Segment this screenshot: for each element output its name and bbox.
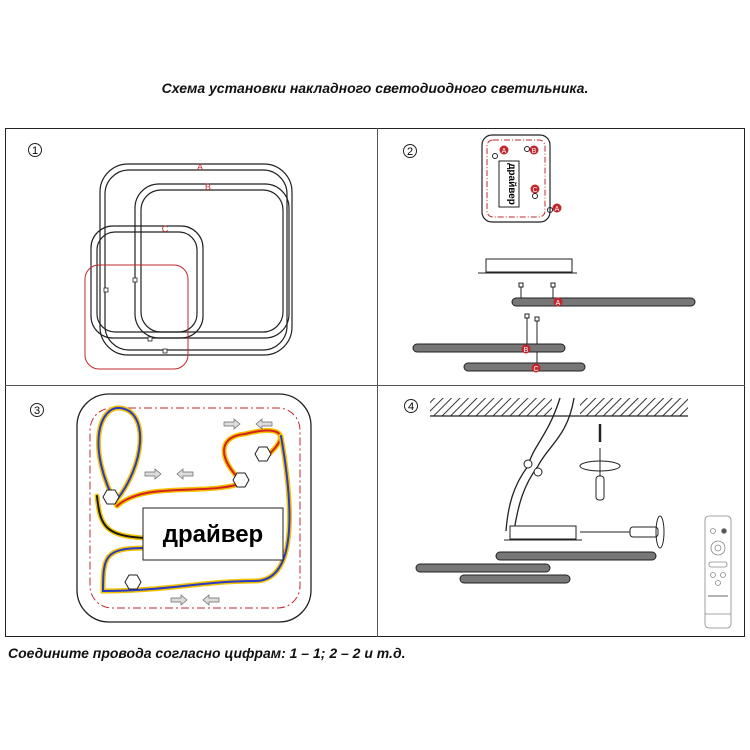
marker-a: A <box>499 145 509 155</box>
divider-horizontal <box>5 385 745 386</box>
marker-b: B <box>529 145 539 155</box>
wire-connector <box>523 459 543 477</box>
panel-2-mounting: 2 драйвер A B C A A B C <box>403 134 696 373</box>
svg-text:3: 3 <box>34 405 40 417</box>
panel-4-installation: 4 <box>404 397 732 629</box>
svg-text:A: A <box>555 206 560 213</box>
ring-c-outer <box>90 225 204 339</box>
hex-nut-icon <box>102 446 272 590</box>
screwdriver-icon <box>595 448 605 501</box>
ring-c-inner <box>96 231 198 333</box>
step-4-marker: 4 <box>404 399 418 413</box>
bar <box>415 563 551 573</box>
svg-text:2: 2 <box>407 146 413 158</box>
driver-housing <box>478 258 577 274</box>
ring-label-a: A <box>197 162 203 172</box>
ring-a-outer <box>99 163 293 356</box>
svg-text:C: C <box>532 187 537 194</box>
driver-housing <box>509 525 577 540</box>
bar-b <box>412 343 566 353</box>
driver-box <box>142 507 284 561</box>
marker-c: C <box>530 184 540 194</box>
arrow-icon <box>144 418 273 606</box>
step-2-marker: 2 <box>403 144 417 158</box>
ring-a-inner <box>104 169 288 351</box>
svg-text:C: C <box>533 366 538 373</box>
page-title: Схема установки накладного светодиодного… <box>161 80 589 96</box>
remote-control-icon <box>704 515 732 629</box>
svg-text:B: B <box>524 347 529 354</box>
svg-text:A: A <box>556 300 561 307</box>
svg-text:A: A <box>502 148 507 155</box>
base-plate <box>481 134 551 223</box>
ceiling <box>430 398 552 416</box>
ring-label-b: B <box>205 182 211 192</box>
bar-marker-b: B <box>521 344 531 354</box>
svg-text:1: 1 <box>32 145 38 157</box>
step-3-marker: 3 <box>30 403 44 417</box>
driver-box <box>498 160 520 208</box>
footer-instruction: Соедините провода согласно цифрам: 1 – 1… <box>8 645 406 661</box>
bar-a <box>511 297 696 307</box>
bar-marker-c: C <box>531 363 541 373</box>
rotate-arrow-icon <box>579 460 621 472</box>
svg-text:B: B <box>532 148 537 155</box>
clip <box>103 287 109 293</box>
marker-a2: A <box>552 203 562 213</box>
panel-1-rings: 1 A B C <box>28 143 293 370</box>
svg-text:4: 4 <box>408 401 414 413</box>
driver-label: драйвер <box>506 163 517 205</box>
divider-vertical <box>377 128 378 637</box>
driver-label: драйвер <box>163 521 263 548</box>
bar-marker-a: A <box>553 297 563 307</box>
ring-label-c: C <box>162 224 169 234</box>
bar <box>495 551 657 561</box>
panel-3-wiring: 3 драйвер <box>30 393 312 623</box>
clip <box>132 277 138 283</box>
clip <box>162 348 168 354</box>
base-plate <box>76 393 312 623</box>
screwdriver-icon <box>580 526 659 538</box>
ring-b-inner <box>140 189 284 333</box>
driver-outline <box>84 264 189 370</box>
rotate-arrow-icon <box>655 515 665 549</box>
step-1-marker: 1 <box>28 143 42 157</box>
bar <box>459 574 571 584</box>
clip <box>147 336 153 342</box>
bar-c <box>463 362 586 372</box>
diagram-frame <box>5 128 745 637</box>
ring-b-outer <box>134 183 290 339</box>
